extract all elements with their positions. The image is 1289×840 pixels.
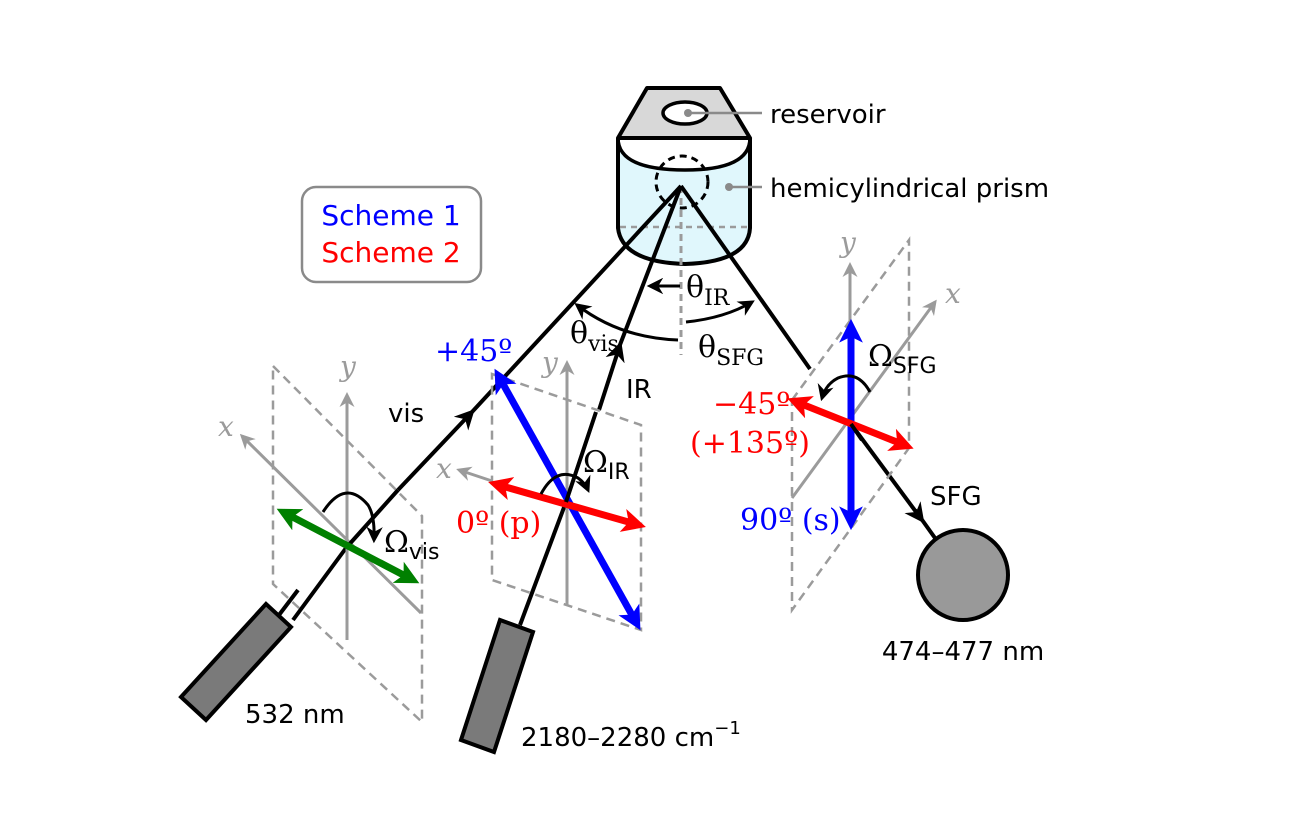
ir-polarization-scheme2 (488, 477, 646, 532)
ir-beam-upper (616, 185, 683, 351)
vis-beam-label: vis (388, 399, 424, 429)
theta-sfg-label: θSFG (698, 330, 764, 371)
vis-laser-source: 532 nm (178, 588, 345, 730)
ir-pol-scheme1-label: +45º (435, 334, 512, 369)
detector-body (916, 528, 1010, 622)
sfg-pol-scheme2-alt-label: (+135º) (690, 426, 810, 461)
theta-vis-arc (574, 302, 679, 342)
vis-source-body (178, 601, 294, 723)
theta-sfg-arc (685, 300, 755, 324)
sfg-pol-scheme1-label: 90º (s) (740, 503, 841, 538)
legend-frame (300, 185, 483, 284)
vis-polarization-frame: y x Ωvis vis (218, 350, 439, 725)
scheme-legend: Scheme 1 Scheme 2 (300, 185, 483, 284)
omega-sfg-label: ΩSFG (868, 339, 937, 379)
angle-annotations: θIR θvis θSFG (570, 270, 764, 371)
sfg-polarization-frame: y x ΩSFG −45º (+135º) 90º (s) SFG (690, 226, 982, 614)
reservoir-label: reservoir (770, 100, 886, 130)
sfg-polarization-scheme2 (787, 396, 914, 451)
vis-beam-lower (291, 546, 348, 622)
theta-vis-label: θvis (570, 316, 619, 357)
vis-x-label: x (218, 410, 234, 443)
theta-ir-label: θIR (686, 270, 731, 311)
omega-sfg-rotation (817, 374, 872, 402)
sfg-beam-label: SFG (930, 482, 982, 512)
sfg-x-label: x (945, 277, 961, 310)
omega-ir-rotation (539, 473, 591, 495)
ir-beam-label: IR (626, 375, 652, 405)
prism-body (618, 138, 750, 265)
vis-beam-arrow (396, 409, 475, 492)
ir-x-axis (456, 466, 493, 483)
sample-spot-circle (654, 154, 710, 210)
sfg-y-label: y (838, 226, 857, 259)
ir-source-body (458, 617, 536, 755)
ir-laser-source: 2180–2280 cm−1 (458, 617, 741, 755)
omega-ir-label: ΩIR (583, 445, 630, 485)
vis-plane (271, 362, 424, 725)
ir-polarization-frame: y x ΩIR +45º 0º (p) IR (435, 334, 652, 632)
ir-source-label: 2180–2280 cm−1 (521, 718, 741, 753)
ir-x-label: x (436, 452, 452, 485)
legend-scheme-1: Scheme 1 (321, 199, 460, 232)
detector-label: 474–477 nm (882, 637, 1044, 667)
sfg-pol-scheme2-label: −45º (713, 387, 790, 422)
sfg-beam-upper (679, 184, 812, 371)
prism-label: hemicylindrical prism (770, 174, 1049, 204)
sfg-detector: 474–477 nm (882, 528, 1044, 667)
sfg-x-axis (790, 299, 937, 499)
vis-y-label: y (338, 350, 357, 383)
ir-pol-scheme2-label: 0º (p) (456, 506, 541, 541)
vis-polarization-arrow (276, 508, 420, 584)
legend-scheme-2: Scheme 2 (321, 236, 460, 269)
ir-y-label: y (540, 346, 559, 379)
prism-assembly: reservoir hemicylindrical prism (616, 86, 1049, 267)
omega-vis-rotation (321, 491, 383, 544)
omega-vis-label: Ωvis (384, 525, 439, 565)
sfg-beam-to-detector (913, 508, 937, 540)
vis-source-label: 532 nm (245, 700, 345, 730)
